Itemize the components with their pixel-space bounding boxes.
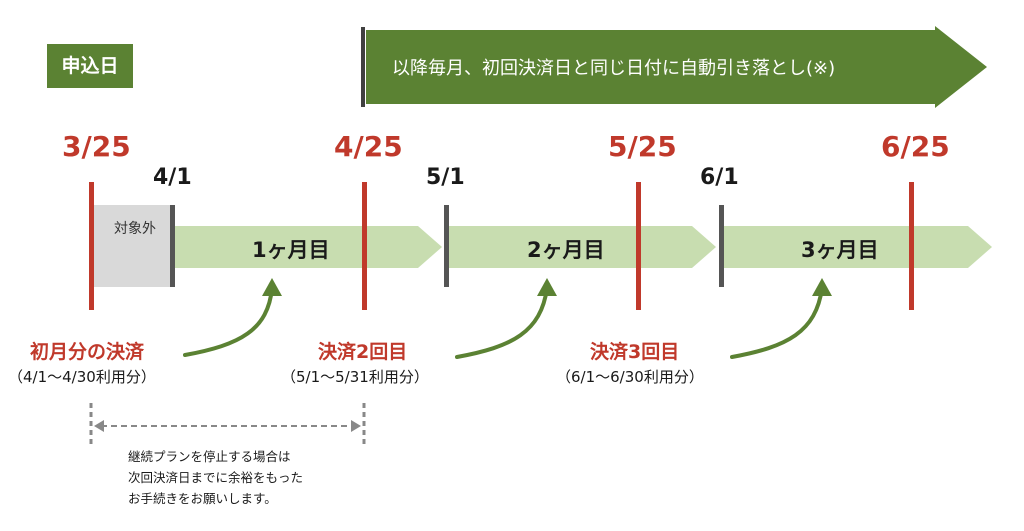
month-label: 3ヶ月目: [801, 238, 879, 262]
period-start-label: 5/1: [426, 165, 465, 190]
billing-date-label: 6/25: [881, 130, 950, 163]
month-label: 2ヶ月目: [527, 238, 605, 262]
period-start-label: 4/1: [153, 165, 192, 190]
month-1-arrow: [174, 226, 442, 268]
period-start-line-5-1: [444, 205, 449, 287]
month-2-arrow: [447, 226, 716, 268]
month-label: 1ヶ月目: [252, 238, 330, 262]
cancellation-note: 継続プランを停止する場合は 次回決済日までに余裕をもった お手続きをお願いします…: [128, 446, 388, 509]
billing-date-label: 5/25: [608, 130, 677, 163]
payment-title: 決済3回目: [590, 341, 680, 363]
banner-start-marker: [361, 27, 365, 107]
period-start-line-4-1: [170, 205, 175, 287]
billing-line-5-25: [636, 182, 641, 310]
billing-line-6-25: [909, 182, 914, 310]
note-line: 継続プランを停止する場合は: [128, 449, 291, 464]
payment-1-curve-arrow: [183, 286, 274, 357]
note-span-left-head: [94, 420, 104, 432]
payment-subtitle: （6/1〜6/30利用分）: [556, 368, 704, 386]
month-3-arrow: [722, 226, 992, 268]
apply-date-badge: 申込日: [47, 44, 133, 88]
billing-line-3-25: [89, 182, 94, 310]
period-start-label: 6/1: [700, 165, 739, 190]
note-line: 次回決済日までに余裕をもった: [128, 470, 304, 485]
payment-subtitle: （4/1〜4/30利用分）: [8, 368, 156, 386]
payment-3-curve-arrow: [730, 286, 824, 359]
banner-text: 以降毎月、初回決済日と同じ日付に自動引き落とし(※): [392, 58, 836, 79]
period-start-line-6-1: [719, 205, 724, 287]
note-span-right-head: [351, 420, 361, 432]
billing-line-4-25: [362, 182, 367, 310]
payment-1-arrowhead: [262, 278, 282, 296]
payment-3-arrowhead: [812, 278, 832, 296]
excluded-period-box: [93, 205, 173, 287]
payment-2-arrowhead: [537, 278, 557, 296]
payment-title: 決済2回目: [318, 341, 408, 363]
excluded-label: 対象外: [114, 221, 156, 237]
billing-date-label: 4/25: [334, 130, 403, 163]
auto-debit-banner-arrow: [366, 26, 987, 108]
billing-date-label: 3/25: [62, 130, 131, 163]
payment-2-curve-arrow: [455, 286, 549, 359]
note-line: お手続きをお願いします。: [128, 491, 277, 506]
payment-subtitle: （5/1〜5/31利用分）: [281, 368, 429, 386]
payment-title: 初月分の決済: [30, 341, 145, 363]
